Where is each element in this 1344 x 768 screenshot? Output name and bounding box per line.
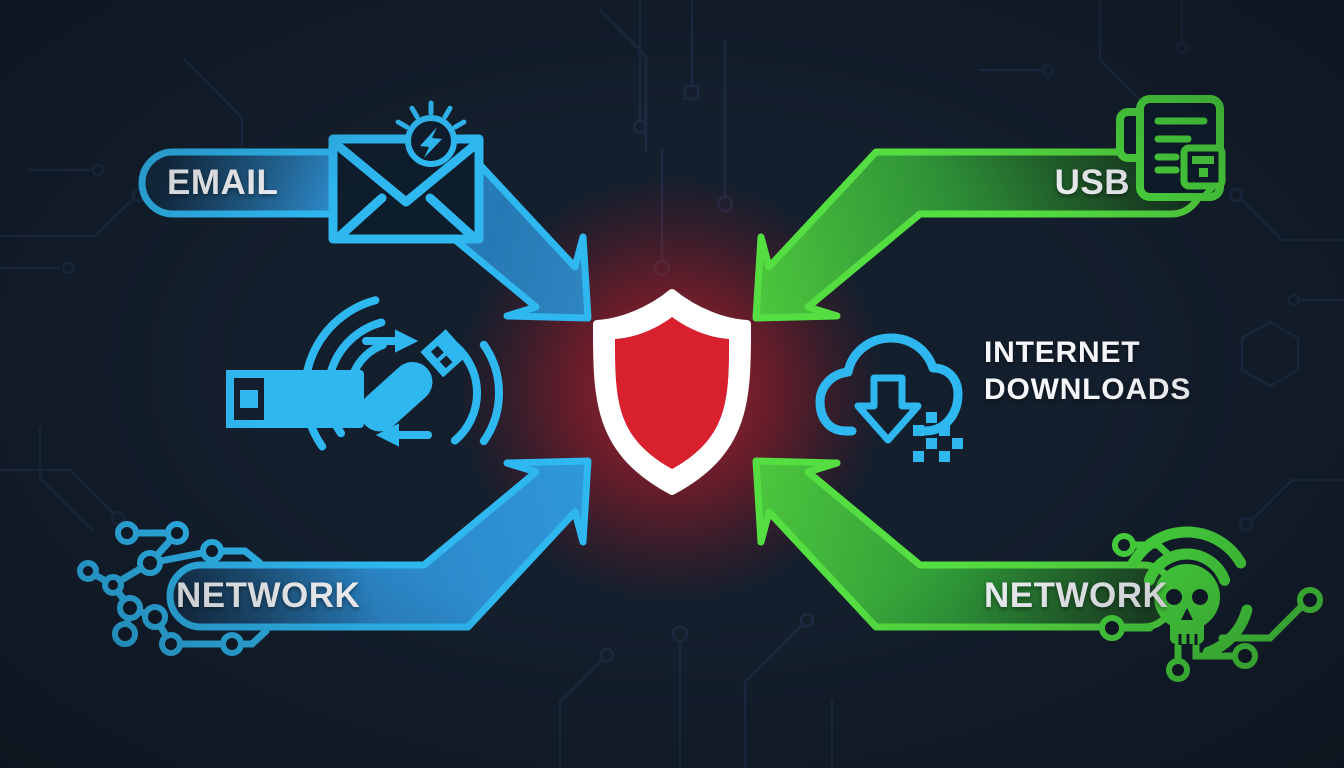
internet-downloads-label: INTERNET DOWNLOADS — [984, 334, 1191, 408]
email-label: EMAIL — [167, 163, 279, 202]
network-right-label: NETWORK — [984, 576, 1169, 615]
network-arrow-blue — [166, 457, 592, 631]
internet-downloads-line2: DOWNLOADS — [984, 373, 1192, 406]
usb-document-icon — [1116, 95, 1226, 201]
cloud-download-icon — [815, 333, 963, 462]
usb-arrow — [752, 148, 1206, 322]
skull-wifi-icon — [1099, 526, 1323, 682]
usb-label: USB — [1054, 163, 1130, 202]
network-nodes-icon — [77, 521, 270, 656]
internet-downloads-line1: INTERNET — [984, 336, 1141, 369]
network-left-label: NETWORK — [176, 576, 361, 615]
shield-icon — [593, 289, 751, 495]
envelope-alert-icon — [328, 100, 484, 244]
usb-drive-wireless-icon — [226, 296, 504, 451]
